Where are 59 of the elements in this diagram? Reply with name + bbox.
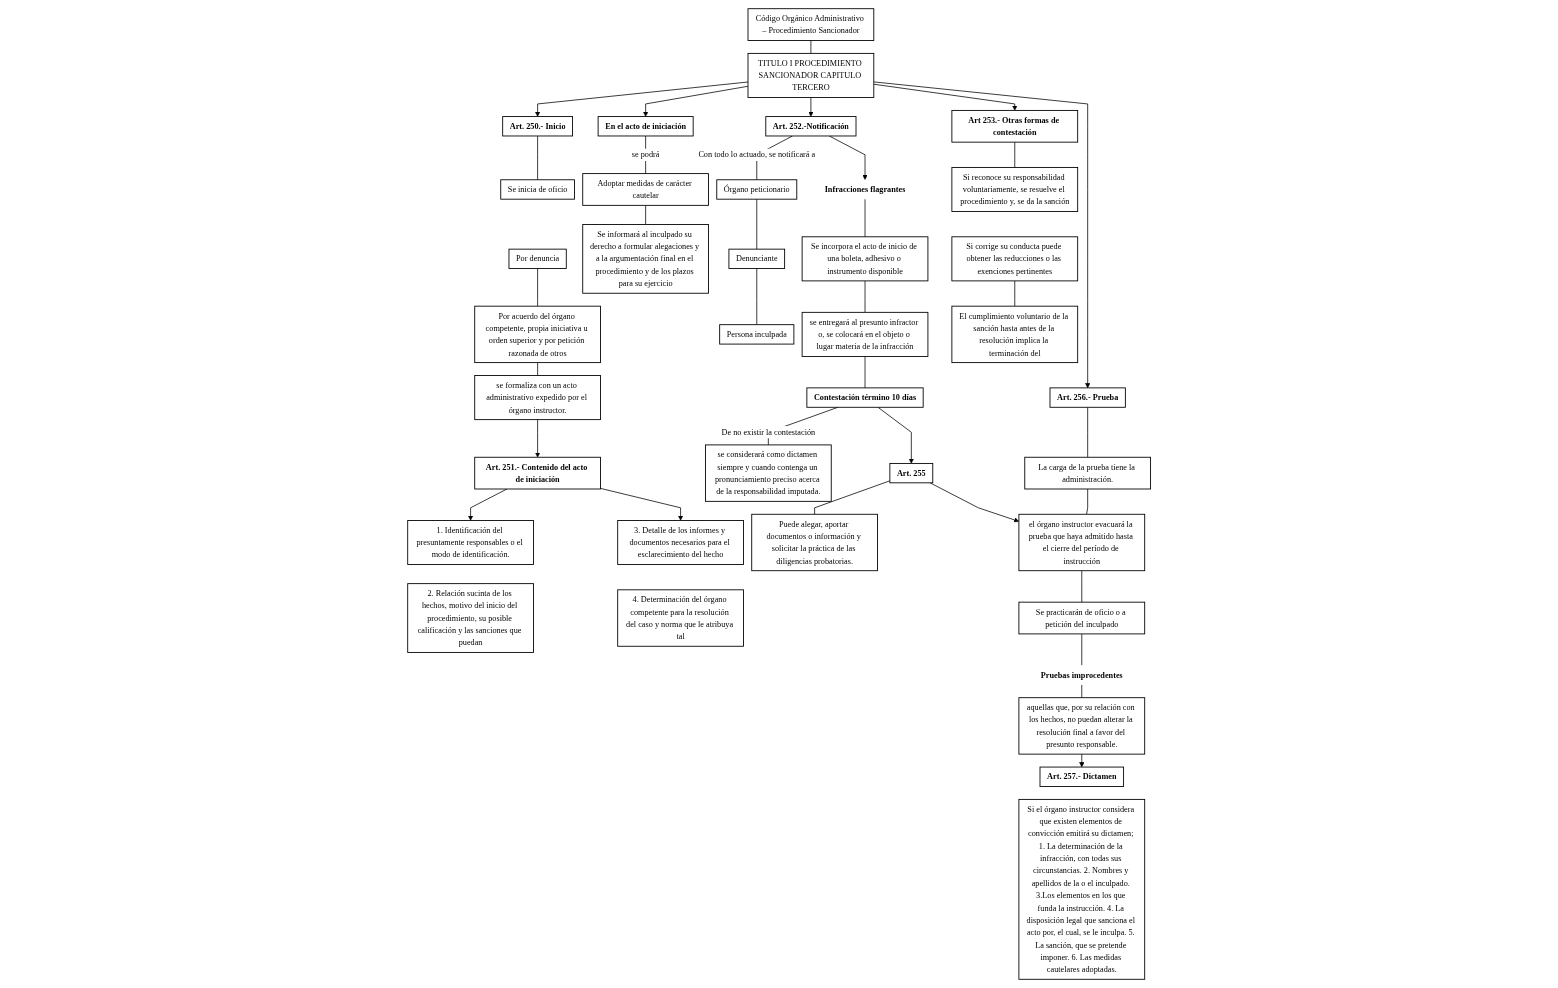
node-box: Puede alegar, aportar documentos o información y solicitar la práctica de las diligencias probatorias.: [751, 513, 878, 572]
connector: [814, 480, 891, 515]
node-box: 4. Determinación del órgano competente para la resolución del caso y norma que le atribuya tal: [617, 589, 744, 647]
node-box: Si corrige su conducta puede obtener las reducciones o las exenciones pertinentes: [951, 236, 1078, 282]
node-box: se considerará como dictamen siempre y cuando contenga un pronunciamiento preciso acerca de la responsabilidad imputada.: [704, 444, 832, 502]
connector: [1087, 406, 1088, 458]
node-text: Infracciones flagrantes: [824, 185, 906, 194]
connector: [645, 204, 646, 225]
node-box: Se inicia de oficio: [500, 179, 575, 200]
connector: [756, 198, 757, 250]
node-box: se formaliza con un acto administrativo expedido por el órgano instructor.: [474, 375, 601, 421]
node-box: Art 253.- Otras formas de contestación: [951, 109, 1078, 143]
connector: [537, 135, 538, 181]
connector: [1081, 570, 1083, 603]
node-box: Se incorpora el acto de inicio de una boleta, adhesivo o instrumento disponible: [801, 236, 929, 282]
connector: [864, 198, 866, 238]
node-box: Art. 256.- Prueba: [1049, 387, 1126, 408]
node-box: El cumplimiento voluntario de la sanción hasta antes de la resolución implica la terminación del: [951, 305, 1078, 364]
node-box: Código Orgánico Administrativo – Procedimiento Sancionador: [747, 8, 875, 41]
node-box: En el acto de iniciación: [597, 116, 694, 137]
node-box: Se practicarán de oficio o a petición del inculpado: [1018, 601, 1145, 635]
node-box: Adoptar medidas de carácter cautelar: [582, 173, 709, 206]
node-box: 1. Identificación del presuntamente responsables o el modo de identificación.: [407, 520, 534, 565]
node-text: Pruebas improcedentes: [1040, 670, 1123, 680]
connector: [1081, 684, 1083, 699]
connector: [864, 280, 866, 313]
connector: [1014, 280, 1015, 307]
node-box: Persona inculpada: [719, 324, 795, 345]
connector: [756, 268, 757, 326]
edge-label: se podrá: [631, 150, 660, 160]
connector: [537, 362, 538, 376]
connector: [1086, 488, 1088, 515]
node-box: el órgano instructor evacuará la prueba que haya admitido hasta el cierre del período de instrucción: [1018, 513, 1145, 572]
node-box: Se informará al inculpado su derecho a formular alegaciones y a la argumentación final en el procedimiento y de los plazos para su ejercicio: [582, 224, 709, 294]
edge-label: Con todo lo actuado, se notificará a: [698, 150, 816, 160]
node-box: Contestación término 10 días: [806, 387, 924, 408]
node-box: Si el órgano instructor considera que existen elementos de convicción emitirá su dictamen; 1. La determinación de la infracción, con todas sus circunstancias. 2. Nombres y apellidos de la o el inculpado. 3.Los elementos en los que funda la instrucción. 4. La disposición legal que sanciona el acto por, el cual, se le inculpa. 5. La sanción, que se pretende imponer. 6. Las medidas cautelares adoptadas.: [1018, 798, 1145, 980]
connector: [1014, 141, 1015, 168]
node-box: Art. 250.- Inicio: [502, 116, 573, 137]
node-box: La carga de la prueba tiene la administración.: [1024, 456, 1151, 490]
edge-label: De no existir la contestación: [721, 427, 816, 437]
node-box: Art. 252.-Notificación: [765, 116, 857, 137]
node-box: aquellas que, por su relación con los hechos, no puedan alterar la resolución final a favor del presunto responsable.: [1018, 697, 1145, 755]
connector: [1081, 633, 1083, 666]
node-box: Denunciante: [728, 248, 785, 269]
node-box: 2. Relación sucinta de los hechos, motivo del inicio del procedimiento, su posible calificación y las sanciones que puedan: [407, 583, 534, 653]
node-box: Art. 255: [889, 463, 934, 484]
connector: [810, 40, 812, 54]
node-box: Por denuncia: [508, 248, 567, 269]
node-box: Si reconoce su responsabilidad voluntariamente, se resuelve el procedimiento y, se da la sanción: [951, 167, 1078, 212]
node-box: Art. 257.- Dictamen: [1039, 766, 1124, 787]
node-box: se entregará al presunto infractor o, se colocará en el objeto o lugar materia de la infracción: [801, 311, 929, 357]
node-box: 3. Detalle de los informes y documentos necesarios para el esclarecimiento del hecho: [617, 520, 744, 565]
node-box: Art. 251.- Contenido del acto de iniciación: [474, 456, 601, 490]
connector: [864, 356, 866, 389]
connector: [537, 268, 538, 307]
node-box: Por acuerdo del órgano competente, propia iniciativa u orden superior y por petición razonada de otros: [474, 305, 601, 364]
node-box: TITULO I PROCEDIMIENTO SANCIONADOR CAPITULO TERCERO: [747, 52, 875, 98]
node-box: Órgano peticionario: [716, 179, 798, 200]
